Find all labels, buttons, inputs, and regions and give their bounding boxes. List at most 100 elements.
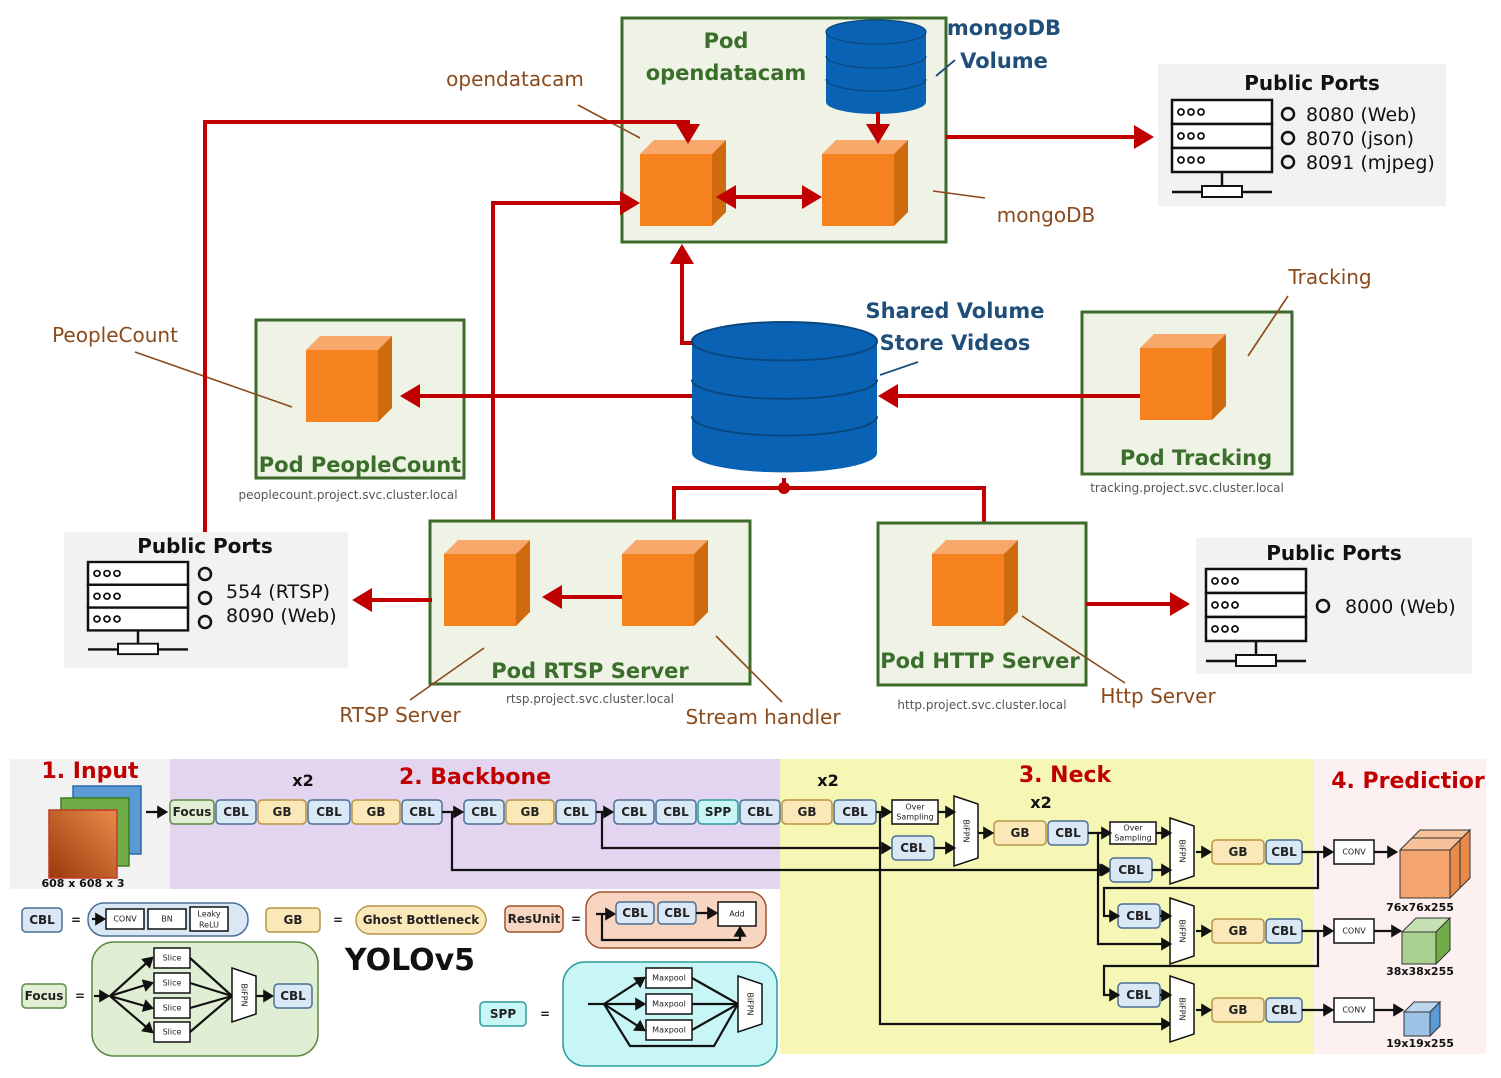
equals-sign: = — [333, 913, 343, 927]
svg-text:BiFPN: BiFPN — [240, 983, 249, 1006]
arrow-volume-to-opendatacam — [670, 244, 694, 345]
port-item: 8080 (Web) — [1280, 104, 1417, 126]
block-cbl: CBL — [655, 799, 697, 825]
block-cbl: CBL — [307, 799, 351, 825]
pod-opendatacam-subtitle: opendatacam — [646, 61, 807, 85]
block-cbl-label: CBL — [747, 805, 773, 819]
port-item: 8070 (json) — [1280, 128, 1414, 150]
bifpn-block: BiFPN — [1169, 974, 1195, 1044]
tracking-container-icon — [1140, 334, 1226, 420]
block-cbl-label: CBL — [900, 841, 926, 855]
port-indicator-icon — [1315, 598, 1331, 614]
block-cbl-label: CBL — [471, 805, 497, 819]
bifpn-block: BiFPN — [953, 794, 979, 868]
maxpool-block: Maxpool — [645, 1019, 693, 1041]
slice-block: Slice — [153, 997, 191, 1019]
block-cbl-label: CBL — [1055, 826, 1081, 840]
resunit-legend: ResUnit — [504, 905, 564, 933]
block-focus: Focus — [169, 799, 215, 825]
output-tensor-large-icon — [1398, 828, 1472, 900]
pod-rtsp-server: Pod RTSP Server — [428, 519, 752, 686]
svg-text:8080 (Web): 8080 (Web) — [1306, 104, 1417, 126]
slice-block: Slice — [153, 1021, 191, 1043]
opendatacam-container-icon — [640, 140, 726, 226]
block-spp: SPP — [697, 799, 739, 825]
block-cbl: CBL — [1265, 997, 1303, 1023]
svg-text:Maxpool: Maxpool — [652, 1026, 686, 1035]
svg-text:Over: Over — [905, 803, 925, 812]
legend-cbl-label: CBL — [29, 913, 55, 927]
shared-volume-label-2: Store Videos — [880, 331, 1031, 355]
block-cbl: CBL — [657, 901, 697, 925]
pod-peoplecount-dns: peoplecount.project.svc.cluster.local — [238, 488, 457, 502]
equals-sign: = — [71, 913, 81, 927]
conv-block: CONV — [1333, 997, 1375, 1023]
input-size: 608 x 608 x 3 — [41, 877, 124, 890]
bifpn-block: BiFPN — [737, 974, 763, 1034]
output-size-label: 76x76x255 — [1386, 901, 1454, 914]
block-cbl: CBL — [1109, 857, 1153, 883]
equals-sign: = — [571, 912, 581, 926]
section-prediction-title: 4. Predictior — [1331, 769, 1485, 794]
ghost-bottleneck-legend: Ghost Bottleneck — [355, 905, 487, 935]
pod-http-dns: http.project.svc.cluster.local — [897, 698, 1066, 712]
input-image-icon — [48, 785, 142, 879]
block-cbl: CBL — [1265, 918, 1303, 944]
block-cbl-label: CBL — [842, 805, 868, 819]
block-cbl-label: CBL — [1271, 845, 1297, 859]
pod-rtsp-dns: rtsp.project.svc.cluster.local — [506, 692, 674, 706]
legend-focus-label: Focus — [25, 989, 64, 1003]
arrow-ports-to-opendatacam — [203, 120, 700, 532]
svg-text:Leaky: Leaky — [197, 910, 220, 919]
svg-text:Sampling: Sampling — [896, 813, 933, 822]
svg-text:8091 (mjpeg): 8091 (mjpeg) — [1306, 152, 1435, 174]
pod-peoplecount-title: Pod PeopleCount — [259, 453, 461, 477]
block-cbl: CBL — [1117, 903, 1161, 929]
svg-text:BN: BN — [161, 915, 172, 924]
yolov5-title: YOLOv5 — [344, 943, 475, 978]
legend-gb-label: GB — [284, 913, 303, 927]
svg-text:Maxpool: Maxpool — [652, 974, 686, 983]
output-tensor-medium-icon — [1400, 916, 1452, 966]
pod-http-server: Pod HTTP Server — [876, 521, 1088, 687]
block-gb: GB — [257, 799, 307, 825]
port-indicator-icon — [197, 590, 213, 606]
block-gb: GB — [1211, 839, 1265, 865]
equals-sign: = — [75, 989, 85, 1003]
repeat-label: x2 — [817, 771, 838, 790]
block-gb: GB — [1211, 997, 1265, 1023]
block-cbl-label: CBL — [280, 989, 306, 1003]
bifpn-block: BiFPN — [231, 966, 257, 1024]
stream-handler-container-icon — [622, 540, 708, 626]
block-cbl-label: CBL — [1271, 924, 1297, 938]
svg-text:Slice: Slice — [163, 954, 182, 963]
svg-text:CONV: CONV — [1342, 927, 1366, 936]
svg-text:Slice: Slice — [163, 979, 182, 988]
block-gb-label: GB — [1229, 845, 1248, 859]
block-gb-label: GB — [367, 805, 386, 819]
mongodb-volume-icon — [825, 19, 927, 115]
pod-rtsp-title: Pod RTSP Server — [491, 659, 689, 683]
block-cbl-label: CBL — [316, 805, 342, 819]
mongodb-volume-label-2: Volume — [960, 49, 1048, 73]
block-cbl: CBL — [555, 799, 597, 825]
port-item: 8000 (Web) — [1345, 596, 1456, 618]
block-gb: GB — [505, 799, 555, 825]
pod-tracking-dns: tracking.project.svc.cluster.local — [1090, 481, 1284, 495]
legend-cbl: CBL — [21, 907, 63, 933]
public-ports-top-title: Public Ports — [1244, 71, 1379, 95]
conv-block: CONV — [1333, 839, 1375, 865]
block-cbl: CBL — [401, 799, 443, 825]
port-item: 8090 (Web) — [226, 605, 337, 627]
public-ports-left-title: Public Ports — [137, 534, 272, 558]
block-spp-label: SPP — [705, 805, 731, 819]
pod-opendatacam-title: Pod — [704, 29, 749, 53]
block-gb-label: GB — [1011, 826, 1030, 840]
svg-text:Ghost Bottleneck: Ghost Bottleneck — [363, 913, 481, 927]
svg-text:ReLU: ReLU — [199, 921, 219, 930]
block-gb: GB — [781, 799, 833, 825]
